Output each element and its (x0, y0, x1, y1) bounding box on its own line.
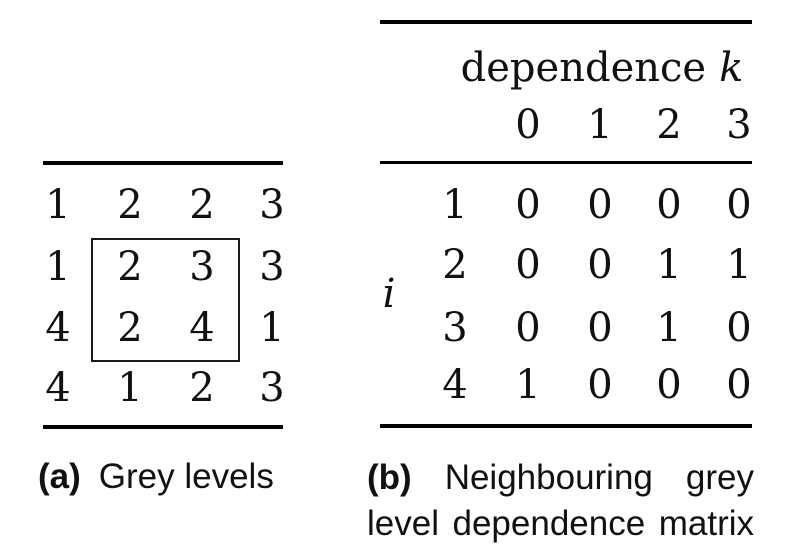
row-label-i2: 2 (442, 242, 468, 288)
grey-cell-r3c3: 4 (189, 305, 215, 351)
table-a-top-rule (43, 161, 283, 165)
table-a-bottom-rule (43, 425, 283, 429)
grey-cell-r2c4: 3 (259, 244, 285, 290)
row-axis-i-label: i (382, 271, 396, 317)
dep-cell-r3c1: 0 (515, 305, 541, 351)
caption-b-word-grey: grey (685, 458, 754, 497)
dep-cell-r3c3: 1 (656, 305, 682, 351)
grey-cell-r4c3: 2 (189, 365, 215, 411)
dep-cell-r1c1: 0 (515, 182, 541, 228)
dep-cell-r3c4: 0 (726, 305, 752, 351)
dep-cell-r2c2: 0 (587, 242, 613, 288)
grey-cell-r3c1: 4 (45, 305, 71, 351)
dep-cell-r2c1: 0 (515, 242, 541, 288)
grey-cell-r3c2: 2 (117, 305, 143, 351)
grey-cell-r2c2: 2 (117, 244, 143, 290)
caption-b: (b) Neighbouring grey level dependence m… (367, 455, 754, 547)
table-b-mid-rule (380, 161, 752, 164)
row-label-i3: 3 (442, 305, 468, 351)
dep-cell-r1c3: 0 (656, 182, 682, 228)
dep-cell-r3c2: 0 (587, 305, 613, 351)
dep-cell-r2c3: 1 (656, 242, 682, 288)
dep-cell-r1c2: 0 (587, 182, 613, 228)
col-label-k2: 2 (656, 102, 682, 148)
dep-cell-r4c2: 0 (587, 362, 613, 408)
caption-b-word-matrix: matrix (658, 504, 754, 543)
grey-cell-r2c3: 3 (189, 244, 215, 290)
caption-b-word-neighbouring: Neighbouring (444, 458, 653, 497)
caption-b-line1: (b) Neighbouring grey (367, 455, 754, 501)
grey-cell-r1c4: 3 (259, 182, 285, 228)
dep-cell-r1c4: 0 (726, 182, 752, 228)
grey-cell-r1c1: 1 (45, 182, 71, 228)
table-b-bottom-rule (380, 424, 752, 428)
col-label-k3: 3 (726, 102, 752, 148)
dependence-header-text: dependence (460, 45, 707, 91)
col-label-k0: 0 (515, 102, 541, 148)
grey-cell-r2c1: 1 (45, 244, 71, 290)
caption-b-word-dependence: dependence (452, 504, 646, 543)
caption-a-text: Grey levels (98, 457, 274, 496)
caption-b-word-level: level (367, 504, 439, 543)
grey-cell-r1c3: 2 (189, 182, 215, 228)
grey-cell-r4c4: 3 (259, 365, 285, 411)
dep-cell-r4c4: 0 (726, 362, 752, 408)
caption-b-line2: level dependence matrix (367, 501, 754, 547)
table-b-top-rule (380, 20, 752, 24)
grey-cell-r1c2: 2 (117, 182, 143, 228)
row-label-i1: 1 (442, 182, 468, 228)
caption-b-label: (b) (367, 458, 412, 497)
submatrix-highlight-box (91, 238, 240, 362)
col-label-k1: 1 (587, 102, 613, 148)
k-variable: k (719, 45, 744, 91)
caption-a-label: (a) (38, 457, 81, 496)
row-label-i4: 4 (442, 362, 468, 408)
dep-cell-r2c4: 1 (726, 242, 752, 288)
caption-a: (a) Grey levels (38, 455, 274, 499)
dep-cell-r4c1: 1 (515, 362, 541, 408)
dep-cell-r4c3: 0 (656, 362, 682, 408)
grey-cell-r3c4: 1 (259, 305, 285, 351)
grey-cell-r4c1: 4 (45, 365, 71, 411)
dependence-k-header: dependence k (461, 46, 744, 90)
grey-cell-r4c2: 1 (117, 365, 143, 411)
